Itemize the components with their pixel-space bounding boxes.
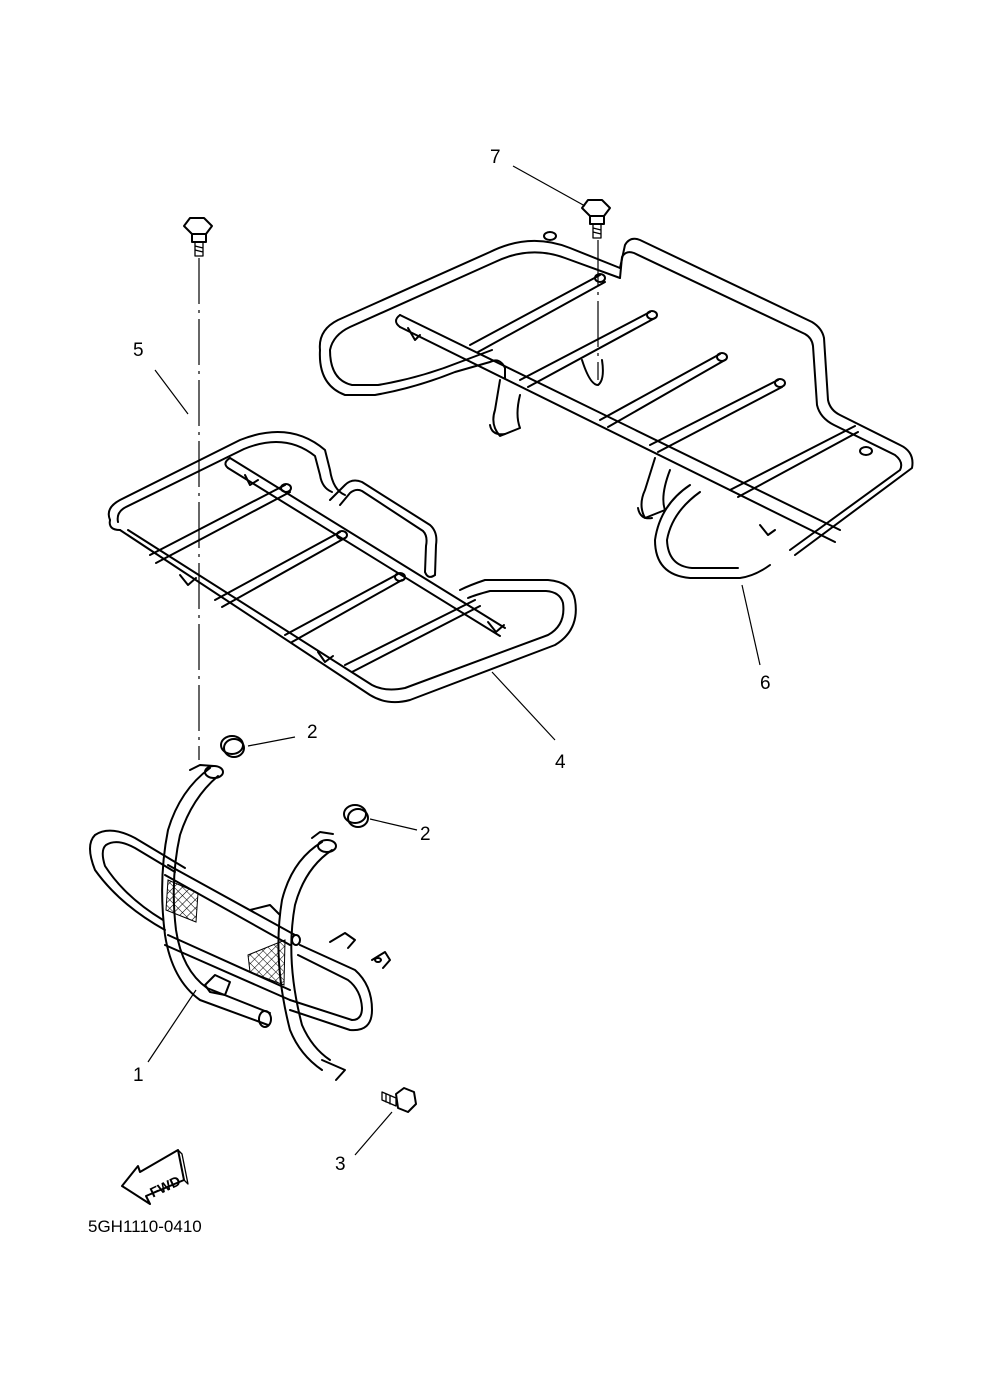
- bolt-rear-carrier: [581, 199, 611, 239]
- front-guard: [89, 764, 391, 1081]
- rear-carrier: [318, 231, 914, 579]
- drawing-code: 5GH1110-0410: [88, 1217, 202, 1236]
- callout-2-upper: 2: [307, 722, 318, 743]
- leader-lines: [147, 165, 761, 1156]
- callout-2-right: 2: [420, 824, 431, 845]
- front-carrier: [107, 431, 577, 704]
- grommet-right: [343, 804, 369, 828]
- callout-labels: 7 5 2 4 6 2 1 3: [133, 147, 771, 1175]
- callout-6: 6: [760, 673, 771, 694]
- callout-5: 5: [133, 340, 144, 361]
- fwd-arrow: FWD: [121, 1149, 189, 1205]
- callout-1: 1: [133, 1065, 144, 1086]
- callout-4: 4: [555, 752, 566, 773]
- bolt-lower: [381, 1087, 417, 1113]
- bolt-front-carrier: [183, 217, 213, 257]
- callout-7: 7: [490, 147, 501, 168]
- fwd-label: FWD: [147, 1172, 183, 1200]
- grommet-upper: [220, 735, 245, 758]
- callout-3: 3: [335, 1154, 346, 1175]
